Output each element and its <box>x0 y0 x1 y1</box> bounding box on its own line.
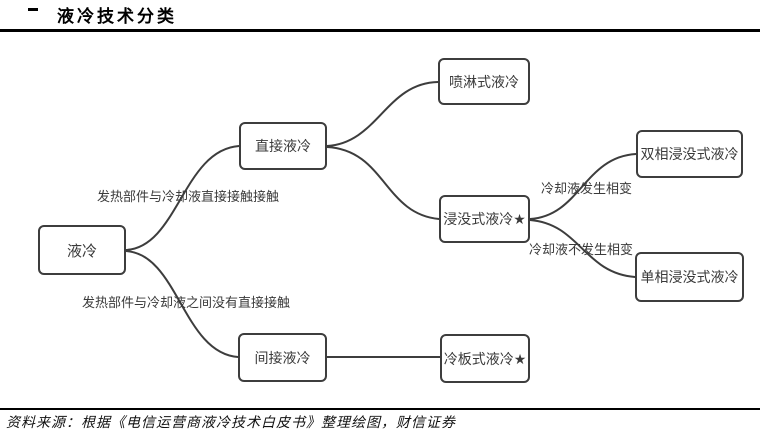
node-direct-label: 直接液冷 <box>255 138 311 154</box>
source-note: 资料来源：根据《电信运营商液冷技术白皮书》整理绘图，财信证券 <box>6 416 456 431</box>
node-spray-liquid-cooling: 喷淋式液冷 <box>438 58 530 105</box>
edge-label-phase-change: 冷却液发生相变 <box>541 181 633 196</box>
node-liquid-cooling: 液冷 <box>38 225 126 275</box>
node-single-phase-label: 单相浸没式液冷 <box>640 269 739 285</box>
node-direct-liquid-cooling: 直接液冷 <box>239 122 327 170</box>
page-title: 液冷技术分类 <box>57 7 177 26</box>
node-single-phase-immersion: 单相浸没式液冷 <box>635 252 744 302</box>
edge-immersion-to-two-phase <box>529 153 637 220</box>
node-two-phase-immersion: 双相浸没式液冷 <box>636 130 743 178</box>
edge-label-no-direct-contact: 发热部件与冷却液之间没有直接接触 <box>82 295 291 310</box>
node-indirect-liquid-cooling: 间接液冷 <box>238 333 327 382</box>
edge-root-to-direct <box>125 145 240 251</box>
header-rule <box>0 29 760 32</box>
node-liquid-cooling-label: 液冷 <box>66 242 97 260</box>
edge-root-to-indirect <box>125 250 239 358</box>
node-immersion-label: 浸没式液冷★ <box>443 211 526 227</box>
node-cold-plate-liquid-cooling: 冷板式液冷★ <box>440 334 530 383</box>
node-two-phase-label: 双相浸没式液冷 <box>640 146 739 162</box>
edge-direct-to-spray <box>326 81 439 147</box>
title-dash <box>28 8 38 11</box>
footer-rule <box>0 408 760 410</box>
edge-label-direct-contact: 发热部件与冷却液直接接触接触 <box>97 189 280 204</box>
edge-direct-to-immersion <box>326 146 440 220</box>
edge-immersion-to-single-phase <box>529 219 636 278</box>
edge-label-no-phase-change: 冷却液不发生相变 <box>529 242 634 257</box>
node-cold-plate-label: 冷板式液冷★ <box>443 350 527 367</box>
node-immersion-liquid-cooling: 浸没式液冷★ <box>439 195 530 243</box>
node-indirect-label: 间接液冷 <box>254 349 311 366</box>
node-spray-label: 喷淋式液冷 <box>449 73 519 90</box>
